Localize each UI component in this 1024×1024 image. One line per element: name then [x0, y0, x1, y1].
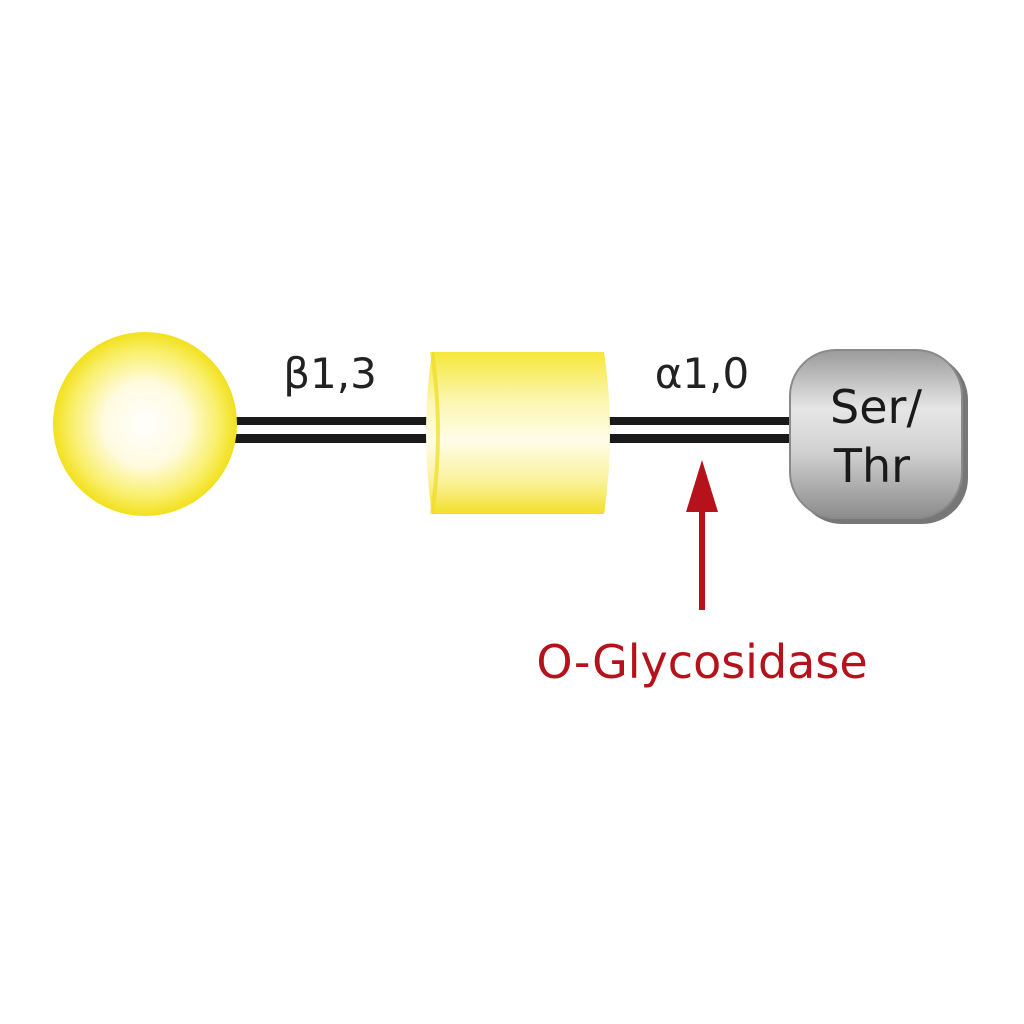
linkage-label-2: α1,0 — [655, 349, 749, 398]
cleavage-arrow-icon — [686, 460, 718, 610]
residue-label-line-1: Ser/ — [830, 380, 922, 434]
galactose-circle-icon — [53, 332, 237, 516]
bond-beta-1-3 — [232, 417, 432, 443]
enzyme-label: O-Glycosidase — [536, 635, 867, 689]
residue-label-line-2: Thr — [833, 439, 910, 493]
galnac-cylinder-icon — [426, 351, 610, 515]
linkage-label-1: β1,3 — [283, 349, 377, 398]
amino-acid-box-icon — [789, 349, 968, 524]
bond-alpha-1-0 — [604, 417, 800, 443]
